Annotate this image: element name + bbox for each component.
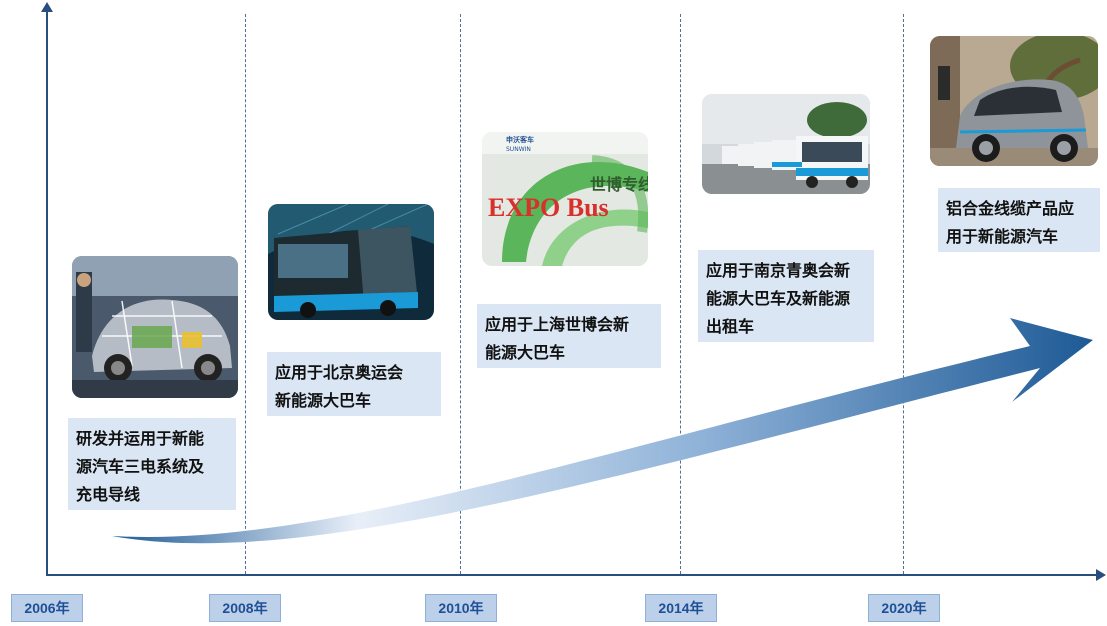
year-guide-line xyxy=(460,14,461,574)
caption-line: 应用于北京奥运会 xyxy=(275,365,404,382)
milestone-caption-2020: 铝合金线缆产品应 用于新能源汽车 xyxy=(938,188,1100,252)
expo-bus-photo: 申沃客车 SUNWIN EXPO Bus 世博专线 xyxy=(482,132,648,266)
year-badge-2014: 2014年 xyxy=(645,594,717,622)
ev-chassis-photo xyxy=(72,256,238,398)
year-badge-2006: 2006年 xyxy=(11,594,83,622)
expo-line-label: 世博专线 xyxy=(590,175,648,194)
milestone-caption-2014: 应用于南京青奥会新 能源大巴车及新能源 出租车 xyxy=(698,250,874,342)
caption-line: 能源大巴车 xyxy=(485,345,566,362)
vertical-axis xyxy=(46,8,48,576)
caption-line: 用于新能源汽车 xyxy=(946,229,1059,246)
year-badge-2010: 2010年 xyxy=(425,594,497,622)
year-guide-line xyxy=(903,14,904,574)
vertical-axis-arrowhead xyxy=(41,2,53,12)
nanjing-bus-fleet-photo xyxy=(702,94,870,194)
horizontal-axis xyxy=(46,574,1098,576)
year-guide-line xyxy=(245,14,246,574)
milestone-caption-2008: 应用于北京奥运会 新能源大巴车 xyxy=(267,352,441,416)
horizontal-axis-arrowhead xyxy=(1096,569,1106,581)
year-badge-2020: 2020年 xyxy=(868,594,940,622)
caption-line: 出租车 xyxy=(706,319,755,336)
beijing-bus-photo xyxy=(268,204,434,320)
ev-car-photo xyxy=(930,36,1098,166)
expo-title: EXPO Bus xyxy=(488,193,609,222)
caption-line: 铝合金线缆产品应 xyxy=(946,201,1075,218)
caption-line: 源汽车三电系统及 xyxy=(76,459,205,476)
caption-line: 能源大巴车及新能源 xyxy=(706,291,851,308)
caption-line: 新能源大巴车 xyxy=(275,393,372,410)
caption-line: 研发并运用于新能 xyxy=(76,431,205,448)
caption-line: 应用于南京青奥会新 xyxy=(706,263,851,280)
milestone-caption-2010: 应用于上海世博会新 能源大巴车 xyxy=(477,304,661,368)
caption-line: 充电导线 xyxy=(76,487,141,504)
milestone-caption-2006: 研发并运用于新能 源汽车三电系统及 充电导线 xyxy=(68,418,236,510)
year-guide-line xyxy=(680,14,681,574)
year-badge-2008: 2008年 xyxy=(209,594,281,622)
expo-brand-cn: 申沃客车 xyxy=(506,135,534,144)
expo-brand-en: SUNWIN xyxy=(506,146,531,153)
caption-line: 应用于上海世博会新 xyxy=(485,317,630,334)
